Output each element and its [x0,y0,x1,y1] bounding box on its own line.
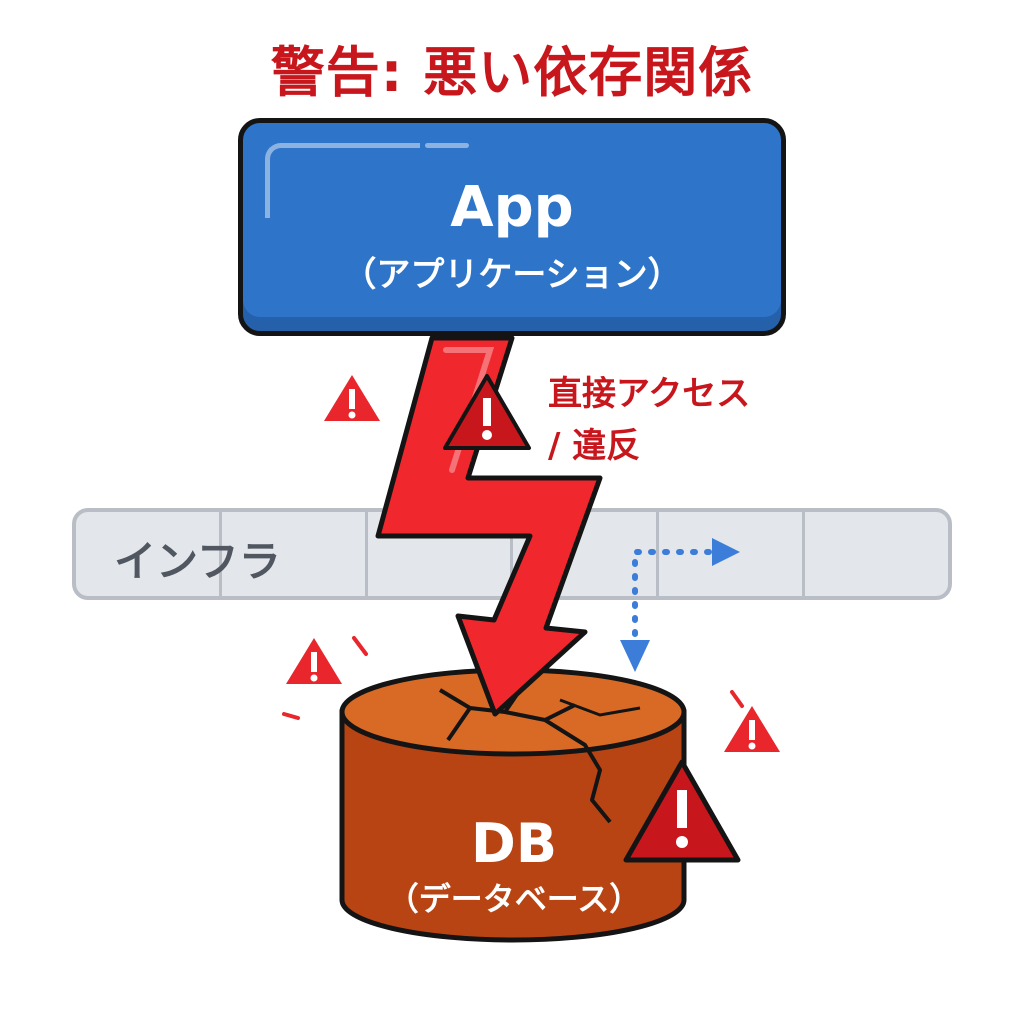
dotted-arrow-icon [620,538,740,672]
app-box-highlight-dash [425,143,469,148]
infra-cell [513,512,660,596]
infra-cell [76,512,222,596]
infra-cell [222,512,368,596]
direct-access-line2: / 違反 [548,426,641,466]
db-cylinder [339,667,687,943]
infra-cell [659,512,806,596]
infrastructure-label: インフラ [114,537,281,586]
warning-triangle-icon [286,638,342,684]
diagram-title: 警告: 悪い依存関係 [270,41,754,104]
impact-marks [282,636,744,720]
db-label: DB [471,812,557,875]
infra-cell [368,512,514,596]
direct-access-line1: 直接アクセス [548,374,751,414]
warning-triangle-icon [623,759,741,863]
direct-access-label: 直接アクセス / 違反 [548,368,750,472]
app-sublabel: （アプリケーション） [342,255,682,295]
warning-triangle-icon [724,706,780,752]
app-box-highlight [265,143,420,218]
warning-triangle-icon [443,374,531,450]
app-box: App （アプリケーション） [238,118,786,336]
db-sublabel: （データベース） [386,880,642,918]
warning-triangle-icon [324,375,380,421]
app-label: App [450,175,574,240]
